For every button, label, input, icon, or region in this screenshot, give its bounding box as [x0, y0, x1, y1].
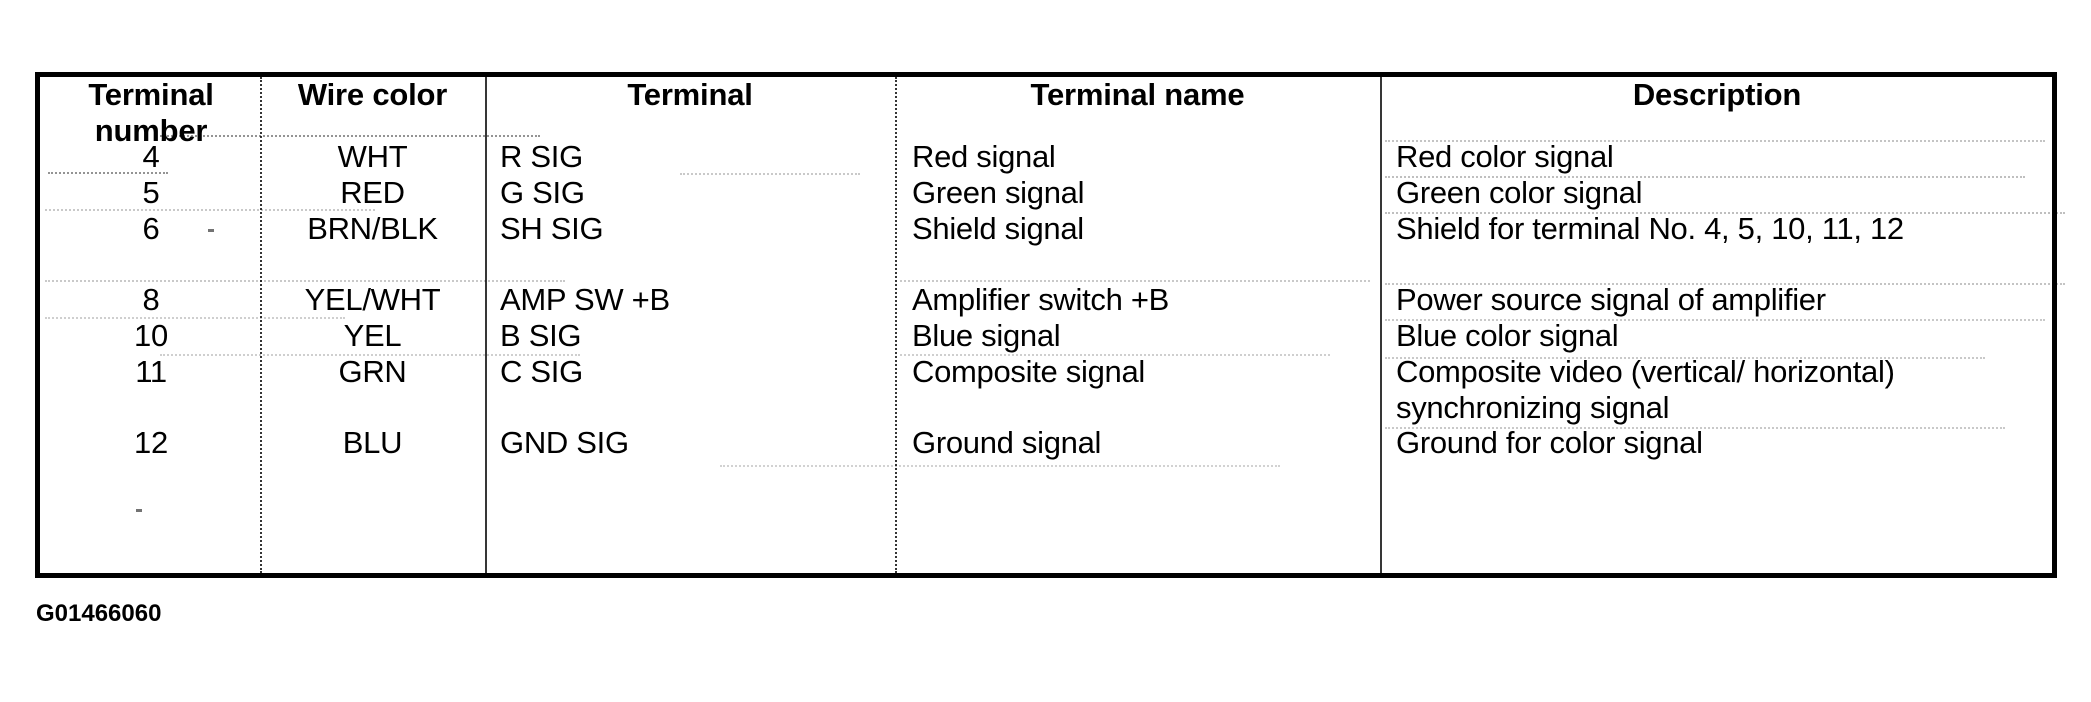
header-terminal-name: Terminal name [897, 77, 1378, 113]
table-row: BLU [342, 425, 403, 460]
header-terminal-number: Terminal number [44, 77, 258, 149]
table-row: 4 [142, 139, 160, 174]
scan-artifact-rule [45, 280, 565, 282]
header-terminal-number-line1: Terminal [88, 77, 214, 112]
column-divider-4 [1380, 77, 1382, 573]
table-row: AMP SW +B [500, 282, 670, 317]
scan-artifact-rule [1385, 140, 2045, 142]
scan-artifact-rule [1385, 319, 2045, 321]
table-row: SH SIG [500, 211, 604, 246]
table-row: Blue color signal [1396, 318, 1619, 353]
scan-artifact-rule [160, 354, 580, 356]
table-row: 10 [134, 318, 168, 353]
header-wire-color: Wire color [262, 77, 483, 113]
scan-artifact-rule [680, 173, 860, 175]
table-row: WHT [337, 139, 408, 174]
scan-artifact-rule [45, 209, 375, 211]
table-row: Composite signal [912, 354, 1145, 389]
table-row: 5 [142, 175, 160, 210]
scan-artifact-rule [1385, 357, 1985, 359]
scan-speck [370, 370, 377, 373]
scan-artifact-rule [160, 135, 540, 137]
header-terminal-number-line2: number [94, 113, 208, 148]
table-row: G SIG [500, 175, 585, 210]
scan-artifact-rule [1385, 212, 2065, 214]
header-terminal: Terminal [487, 77, 893, 113]
column-divider-1 [260, 77, 262, 573]
table-row: 12 [134, 425, 168, 460]
scan-artifact-rule [900, 280, 1370, 282]
table-row: Ground signal [912, 425, 1102, 460]
table-row: YEL/WHT [304, 282, 441, 317]
header-description: Description [1382, 77, 2052, 113]
column-divider-3 [895, 77, 897, 573]
figure-code-label: G01466060 [36, 600, 162, 627]
table-row: 11 [135, 354, 167, 389]
table-row: BRN/BLK [307, 211, 438, 246]
scan-artifact-rule [1385, 427, 2005, 429]
table-row: Shield signal [912, 211, 1084, 246]
table-row: 8 [142, 282, 160, 317]
column-divider-2 [485, 77, 487, 573]
scan-speck [136, 509, 142, 512]
scan-artifact-rule [45, 317, 345, 319]
table-row: GND SIG [500, 425, 629, 460]
scan-speck [208, 229, 214, 232]
table-row: Red color signal [1396, 139, 1614, 174]
scan-artifact-rule [900, 354, 1330, 356]
table-row: Green signal [912, 175, 1085, 210]
table-row: B SIG [500, 318, 582, 353]
table-row: GRN [338, 354, 407, 389]
table-row: Amplifier switch +B [912, 282, 1170, 317]
table-header-row: Terminal number Wire color Terminal Term… [40, 77, 2052, 148]
table-row: C SIG [500, 354, 583, 389]
table-row: YEL [343, 318, 402, 353]
table-row: Power source signal of amplifier [1396, 282, 1826, 317]
table-row: Composite video (vertical/ horizontal) s… [1396, 354, 1895, 425]
table-row: R SIG [500, 139, 583, 174]
scan-artifact-rule [48, 172, 168, 174]
scan-artifact-rule [720, 465, 1280, 467]
table-row: Blue signal [912, 318, 1061, 353]
scan-artifact-rule [1385, 283, 2065, 285]
scan-artifact-rule [1385, 176, 2025, 178]
table-row: Red signal [912, 139, 1056, 174]
table-row: Green color signal [1396, 175, 1643, 210]
header-description-line1: Description [1632, 77, 1802, 112]
header-wire-color-line1: Wire color [297, 77, 448, 112]
terminal-wiring-table: Terminal number Wire color Terminal Term… [35, 72, 2065, 578]
header-terminal-name-line1: Terminal name [1030, 77, 1245, 112]
table-row: 6 [142, 211, 160, 246]
table-row: Ground for color signal [1396, 425, 1703, 460]
header-terminal-line1: Terminal [627, 77, 753, 112]
table-row: RED [340, 175, 405, 210]
table-row: Shield for terminal No. 4, 5, 10, 11, 12 [1396, 211, 1904, 246]
